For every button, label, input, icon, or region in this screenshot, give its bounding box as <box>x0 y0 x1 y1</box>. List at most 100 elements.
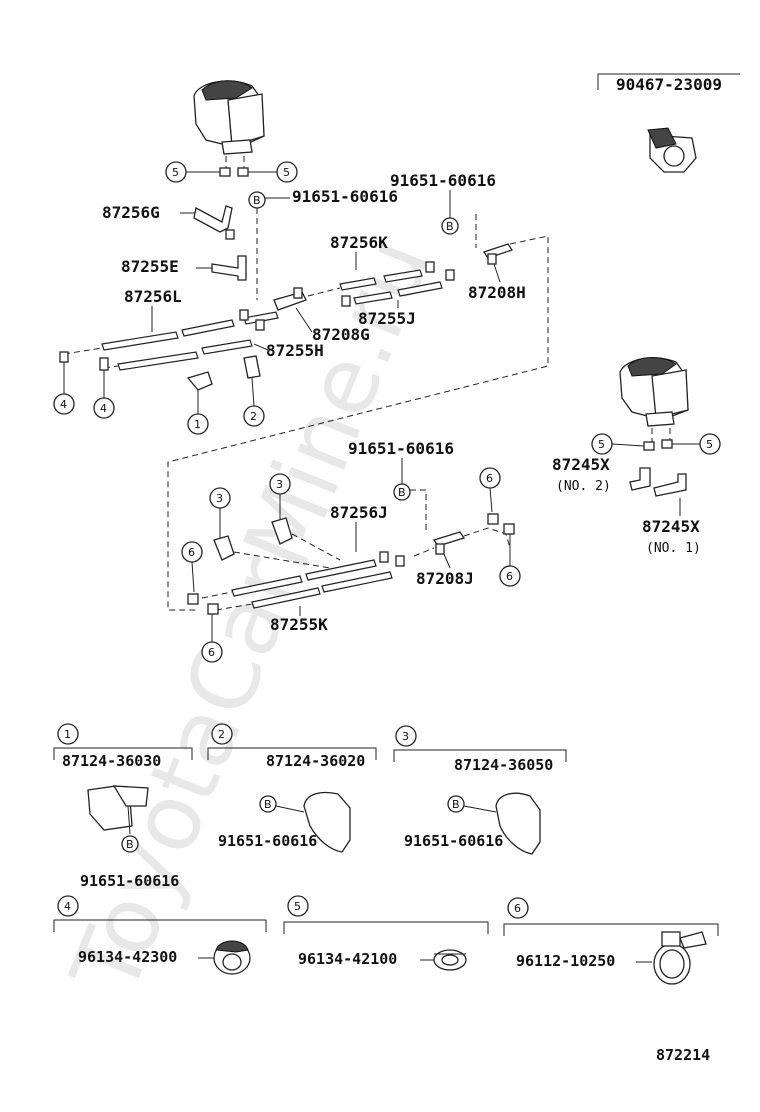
duct-87256L <box>63 311 279 355</box>
clip-icon <box>225 229 235 240</box>
svg-text:5: 5 <box>294 900 301 913</box>
duct-87256J <box>201 551 389 599</box>
svg-text:B: B <box>253 194 261 207</box>
legend-item-4: 4 96134-42300 <box>53 895 267 975</box>
heater-unit-upper-icon <box>193 80 265 155</box>
label-91651-60616-legend-1: 91651-60616 <box>80 872 179 890</box>
duct-87255H <box>103 339 253 371</box>
callout-6-right-top: 6 <box>479 467 501 513</box>
legend-item-2: 2 87124-36020 B 91651-60616 <box>207 723 377 853</box>
label-no1-note: (NO. 1) <box>646 541 701 556</box>
label-90467-23009: 90467-23009 <box>616 75 722 94</box>
clip-6-icon <box>503 523 515 535</box>
label-87208J: 87208J <box>416 569 474 588</box>
label-96112-10250: 96112-10250 <box>516 952 615 970</box>
connector-87208H-icon <box>482 243 514 283</box>
clamp-96134-42100-icon <box>433 949 467 971</box>
clip-4-icon <box>59 351 69 363</box>
clip-3-icon <box>213 535 235 561</box>
svg-text:5: 5 <box>172 166 179 179</box>
svg-text:3: 3 <box>276 478 283 491</box>
label-96134-42300: 96134-42300 <box>78 948 177 966</box>
label-96134-42100: 96134-42100 <box>298 950 397 968</box>
callout-2-upper: 2 <box>243 405 265 427</box>
clamp-90467-group: 90467-23009 <box>597 73 740 173</box>
svg-text:B: B <box>446 220 454 233</box>
clip-6-icon <box>487 513 499 525</box>
callout-5-lower-left: 5 <box>591 433 655 455</box>
hose-87245X-no2-icon <box>629 467 651 491</box>
clip-87124-36050-icon <box>495 792 541 855</box>
label-no2-note: (NO. 2) <box>556 479 611 494</box>
clamp-96134-42300-icon <box>213 940 251 975</box>
label-87255K: 87255K <box>270 615 328 634</box>
label-87255E: 87255E <box>121 257 179 276</box>
callout-5-upper-left: 5 <box>165 161 231 183</box>
leader-dash <box>233 551 331 569</box>
clip-6-icon <box>207 603 219 615</box>
bolt-b-upper-right: B <box>441 190 477 248</box>
svg-text:6: 6 <box>188 546 195 559</box>
svg-text:6: 6 <box>486 472 493 485</box>
svg-text:2: 2 <box>218 728 225 741</box>
label-87256J: 87256J <box>330 503 388 522</box>
clip-6-icon <box>187 593 199 605</box>
label-91651-60616-legend-3: 91651-60616 <box>404 832 503 850</box>
clip-1-icon <box>186 371 213 391</box>
heater-unit-lower-icon <box>619 357 689 427</box>
label-87255H: 87255H <box>266 341 324 360</box>
hose-87245X-no1-icon <box>653 473 687 497</box>
callout-5-upper-right: 5 <box>237 161 298 183</box>
connector-87208J-icon <box>432 531 466 569</box>
callout-3-right: 3 <box>269 473 291 495</box>
svg-text:B: B <box>126 838 134 851</box>
label-87208G: 87208G <box>312 325 370 344</box>
figure-number: 872214 <box>656 1046 710 1064</box>
duct-87256K <box>307 261 435 297</box>
svg-text:B: B <box>398 486 406 499</box>
label-87208H: 87208H <box>468 283 526 302</box>
callout-6-left-top: 6 <box>181 541 203 593</box>
svg-text:5: 5 <box>598 438 605 451</box>
duct-87255J <box>341 269 455 307</box>
legend-item-5: 5 96134-42100 <box>283 895 489 971</box>
svg-text:4: 4 <box>100 402 107 415</box>
callout-4-right: 4 <box>93 397 115 419</box>
clip-3-icon <box>271 517 293 545</box>
clamp-96112-10250-icon <box>653 931 707 985</box>
label-91651-60616-legend-2: 91651-60616 <box>218 832 317 850</box>
label-87124-36020: 87124-36020 <box>266 752 365 770</box>
svg-text:4: 4 <box>64 900 71 913</box>
svg-text:B: B <box>452 798 460 811</box>
svg-text:6: 6 <box>208 646 215 659</box>
svg-text:4: 4 <box>60 398 67 411</box>
label-87255J: 87255J <box>358 309 416 328</box>
svg-text:2: 2 <box>250 410 257 423</box>
legend-item-3: 3 87124-36050 B 91651-60616 <box>393 725 567 855</box>
callout-6-right-bottom: 6 <box>499 565 521 587</box>
clamp-90467-icon <box>647 127 697 173</box>
bolt-b-upper-left: B <box>248 191 290 300</box>
clip-87124-36020-icon <box>303 791 351 853</box>
label-87124-36050: 87124-36050 <box>454 756 553 774</box>
svg-text:1: 1 <box>194 418 201 431</box>
svg-text:5: 5 <box>706 438 713 451</box>
upper-routing-outline <box>167 235 549 611</box>
callout-5-lower-right: 5 <box>661 433 721 455</box>
svg-text:1: 1 <box>64 728 71 741</box>
legend-item-6: 6 96112-10250 <box>503 897 719 985</box>
hose-87255E-icon <box>211 255 247 281</box>
svg-text:5: 5 <box>283 166 290 179</box>
svg-text:3: 3 <box>216 492 223 505</box>
connector-87208G-icon <box>273 287 313 333</box>
leader-dash <box>410 489 427 532</box>
hose-87256G-icon <box>193 205 233 233</box>
label-87256L: 87256L <box>124 287 182 306</box>
joint-icon <box>255 319 265 331</box>
svg-text:6: 6 <box>514 902 521 915</box>
joint-icon <box>239 309 249 321</box>
clip-2-icon <box>243 355 261 379</box>
label-87256G: 87256G <box>102 203 160 222</box>
leader-dash <box>413 547 435 557</box>
